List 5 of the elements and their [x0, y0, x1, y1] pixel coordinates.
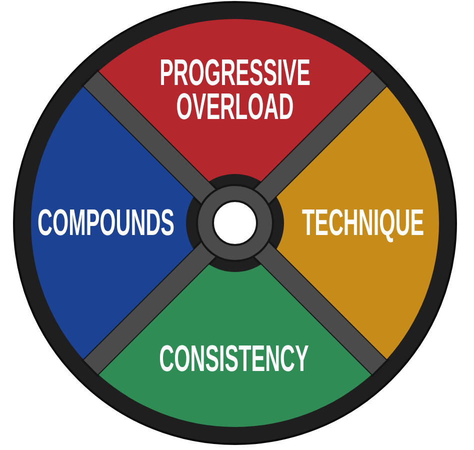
segment-label: PROGRESSIVE OVERLOAD: [158, 56, 312, 124]
segment-label: TECHNIQUE: [302, 206, 424, 240]
segment-label: CONSISTENCY: [159, 342, 309, 376]
plate-segment: [98, 264, 372, 427]
segment-label: COMPOUNDS: [38, 206, 174, 240]
